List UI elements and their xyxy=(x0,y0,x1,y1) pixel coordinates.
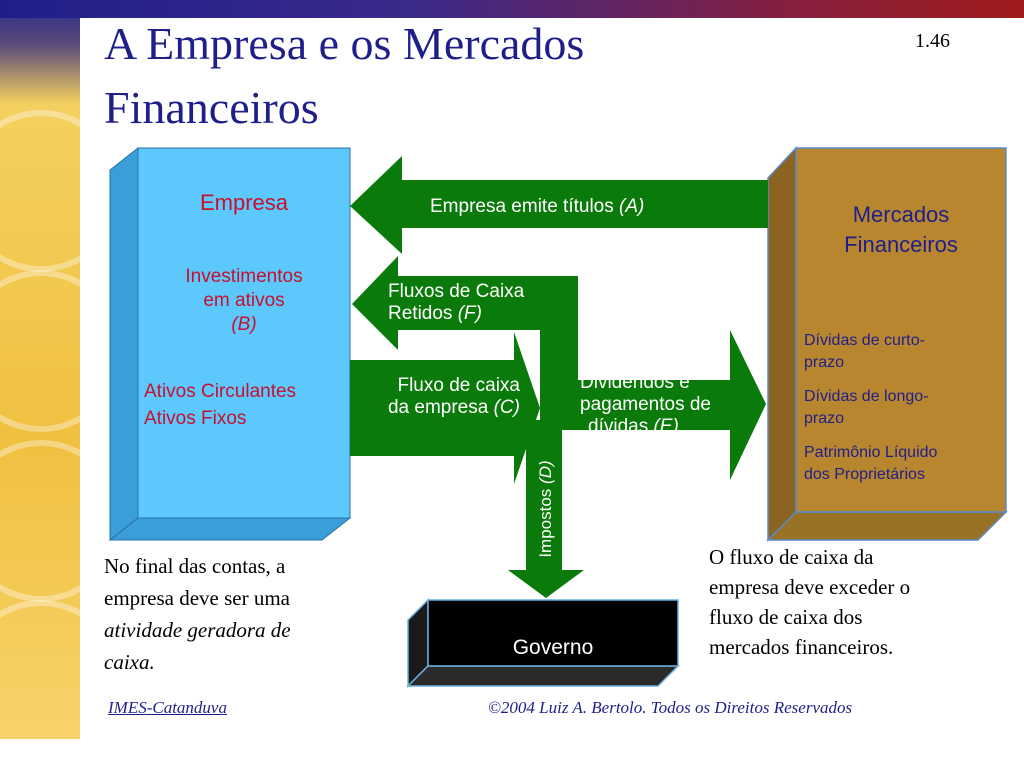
flow-e-line1: Dividendos e xyxy=(580,372,690,393)
note-right-line4: mercados financeiros. xyxy=(709,635,894,659)
flow-arrow-a xyxy=(350,156,768,254)
firm-assets-line2: Ativos Fixos xyxy=(144,408,247,429)
flow-d-label: Impostos (D) xyxy=(535,429,557,589)
markets-title-line1: Mercados xyxy=(852,202,950,227)
slide-title-line1: A Empresa e os Mercados xyxy=(104,18,585,69)
flow-e-tag: (E) xyxy=(653,416,679,437)
flow-arrow-c xyxy=(350,332,540,484)
flow-arrow-f xyxy=(352,256,578,388)
firm-investments-line1: Investimentos xyxy=(185,266,303,287)
note-right-line3: fluxo de caixa dos xyxy=(709,605,863,629)
firm-box xyxy=(108,146,352,542)
note-left-line4: caixa. xyxy=(104,650,155,674)
markets-item3-line1: Patrimônio Líquido xyxy=(804,444,938,461)
flow-f-line2: Retidos xyxy=(388,303,453,324)
markets-title: Mercados Financeiros xyxy=(796,200,1006,260)
slide-title: A Empresa e os Mercados Financeiros xyxy=(104,12,584,140)
firm-assets-line1: Ativos Circulantes xyxy=(144,381,297,402)
note-left-line1: No final das contas, a xyxy=(104,554,286,578)
markets-item3-line2: dos Proprietários xyxy=(804,466,925,483)
firm-assets: Ativos Circulantes Ativos Fixos xyxy=(144,378,296,432)
top-gradient-bar xyxy=(0,0,1024,18)
note-left-line3: atividade geradora de xyxy=(104,618,291,642)
footer-copyright: ©2004 Luiz A. Bertolo. Todos os Direitos… xyxy=(488,698,853,717)
markets-items: Dívidas de curto- prazo Dívidas de longo… xyxy=(804,330,1004,486)
markets-item1-line2: prazo xyxy=(804,354,845,371)
flow-a-label: Empresa emite títulos (A) xyxy=(430,196,644,218)
markets-box xyxy=(766,146,1008,542)
firm-title: Empresa xyxy=(199,190,289,215)
note-right-line2: empresa deve exceder o xyxy=(709,575,911,599)
flow-e-line3: dívidas xyxy=(588,416,649,437)
flow-e-line2: pagamentos de xyxy=(580,394,711,415)
flow-f-tag: (F) xyxy=(457,303,482,324)
flow-c-line1: Fluxo de caixa xyxy=(397,375,520,396)
footer-institution: IMES-Catanduva xyxy=(108,698,227,717)
government-box xyxy=(406,598,680,688)
note-left-line2: empresa deve ser uma xyxy=(104,586,290,610)
government-label: Governo xyxy=(512,636,594,659)
markets-item1-line1: Dívidas de curto- xyxy=(804,332,925,349)
flow-c-label: Fluxo de caixa da empresa (C) xyxy=(350,375,520,419)
flow-c-tag: (C) xyxy=(493,397,520,418)
note-right-line1: O fluxo de caixa da xyxy=(709,545,874,569)
flow-f-line1: Fluxos de Caixa xyxy=(388,281,525,302)
firm-investments-line2: em ativos xyxy=(203,290,285,311)
note-right: O fluxo de caixa da empresa deve exceder… xyxy=(709,542,1009,662)
flow-c-line2: da empresa xyxy=(387,397,489,418)
markets-title-line2: Financeiros xyxy=(844,232,958,257)
flow-arrow-e xyxy=(540,330,766,480)
flow-arrow-d xyxy=(508,420,584,598)
flow-e-label: Dividendos e pagamentos de dívidas (E) xyxy=(580,372,711,438)
slide-number: 1.46 xyxy=(915,30,950,52)
flow-a-tag: (A) xyxy=(619,196,645,217)
markets-item2-line2: prazo xyxy=(804,410,845,427)
slide-title-line2: Financeiros xyxy=(104,82,319,133)
firm-investments-tag: (B) xyxy=(231,314,257,335)
flow-f-label: Fluxos de Caixa Retidos (F) xyxy=(388,281,524,325)
flow-a-text: Empresa emite títulos xyxy=(430,196,614,217)
firm-investments: Investimentos em ativos (B) xyxy=(138,265,350,337)
flow-d-tag: (D) xyxy=(536,460,555,484)
flow-d-text: Impostos xyxy=(536,488,555,558)
markets-item2-line1: Dívidas de longo- xyxy=(804,388,929,405)
cash-flow-diagram xyxy=(108,146,1008,688)
note-left: No final das contas, a empresa deve ser … xyxy=(104,550,374,678)
